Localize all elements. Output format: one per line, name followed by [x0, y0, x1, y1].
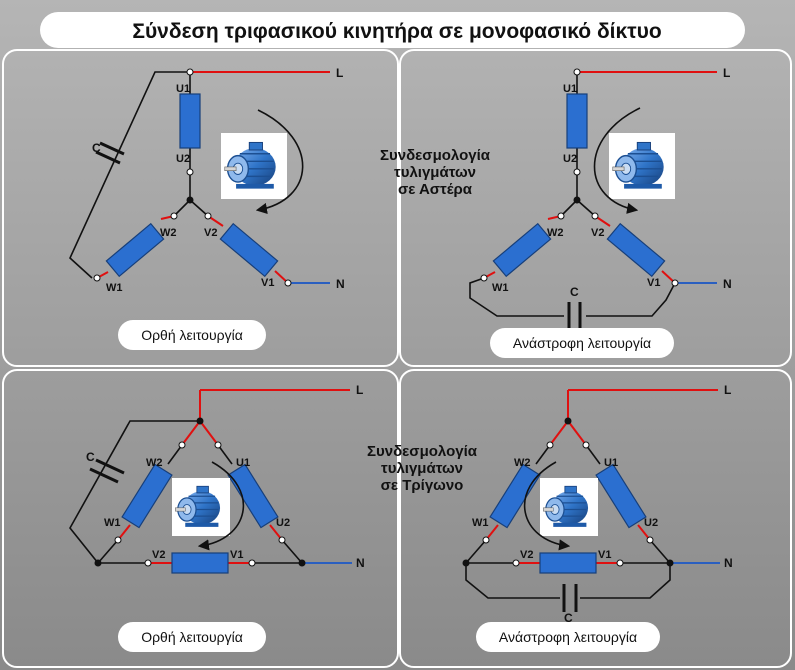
terminal-label: W1: [106, 282, 123, 294]
heading-line: τυλιγμάτων: [394, 164, 476, 181]
winding-v: [219, 222, 279, 278]
heading-line: σε Τρίγωνο: [381, 477, 464, 494]
terminal-label: U1: [563, 83, 577, 95]
terminal-label: U2: [176, 153, 190, 165]
winding-w: [105, 222, 165, 278]
line-label: L: [723, 66, 730, 80]
delta-normal-diagram: W2 U1 W1 U2 V2 V1 L N C: [69, 383, 365, 574]
terminal-label: W1: [104, 517, 121, 529]
winding-w: [492, 222, 552, 278]
terminal-label: V1: [647, 277, 660, 289]
caption-star-reverse: Ανάστροφη λειτουργία: [490, 328, 674, 358]
terminal-label: W2: [514, 457, 531, 469]
line-label: L: [724, 383, 731, 397]
delta-reverse-diagram: W2 U1 W1 U2 V2 V1 L N C: [462, 383, 733, 625]
winding-u: [595, 463, 647, 529]
rotation-arrow-icon: [593, 107, 641, 214]
winding-v: [606, 222, 666, 278]
panel-borders: [2, 49, 792, 668]
terminal-label: W1: [472, 517, 489, 529]
star-heading: Συνδεσμολογία τυλιγμάτων σε Αστέρα: [380, 147, 491, 198]
delta-heading: Συνδεσμολογία τυλιγμάτων σε Τρίγωνο: [367, 443, 478, 494]
terminal-label: V2: [152, 549, 165, 561]
caption-star-normal: Ορθή λειτουργία: [118, 320, 266, 350]
terminal-label: V2: [204, 227, 217, 239]
caption-delta-normal: Ορθή λειτουργία: [118, 622, 266, 652]
motor-icon: [171, 478, 231, 536]
capacitor-icon: [89, 458, 125, 484]
neutral-label: N: [356, 556, 365, 570]
terminal-label: V2: [520, 549, 533, 561]
capacitor-label: C: [564, 611, 573, 625]
motor-icon: [220, 133, 288, 199]
heading-line: τυλιγμάτων: [381, 460, 463, 477]
motor-icon: [608, 133, 676, 199]
star-reverse-diagram: U1 U2 W2 V2 W1 V1 L N C: [469, 66, 732, 330]
caption-text: Ορθή λειτουργία: [141, 629, 243, 645]
rotation-arrow-icon: [255, 109, 304, 214]
terminal-label: V1: [230, 549, 243, 561]
star-normal-diagram: U1 U2 W2 V2 W1 V1 L N C: [69, 66, 345, 294]
caption-text: Ανάστροφη λειτουργία: [513, 335, 651, 351]
capacitor-label: C: [86, 450, 95, 464]
title-banner: Σύνδεση τριφασικού κινητήρα σε μονοφασικ…: [40, 12, 745, 48]
terminal-label: W1: [492, 282, 509, 294]
capacitor-label: C: [92, 141, 101, 155]
terminal-label: U2: [644, 517, 658, 529]
terminal-label: W2: [146, 457, 163, 469]
winding-v: [539, 552, 597, 574]
terminal-label: U2: [276, 517, 290, 529]
winding-v: [171, 552, 229, 574]
motor-icon: [539, 478, 599, 536]
heading-line: Συνδεσμολογία: [367, 443, 478, 460]
terminal-label: U1: [236, 457, 250, 469]
line-label: L: [336, 66, 343, 80]
winding-w: [121, 463, 173, 529]
rotation-arrow-icon: [523, 461, 571, 551]
terminal-label: V1: [261, 277, 274, 289]
terminal-label: U2: [563, 153, 577, 165]
caption-text: Ορθή λειτουργία: [141, 327, 243, 343]
neutral-label: N: [336, 277, 345, 291]
capacitor-icon: [562, 584, 578, 612]
heading-line: σε Αστέρα: [398, 181, 473, 198]
caption-text: Ανάστροφη λειτουργία: [499, 629, 637, 645]
terminal-label: W2: [160, 227, 177, 239]
winding-w: [489, 463, 541, 529]
capacitor-icon: [95, 141, 125, 165]
winding-u: [227, 463, 279, 529]
terminal-label: U1: [604, 457, 618, 469]
neutral-label: N: [723, 277, 732, 291]
capacitor-label: C: [570, 285, 579, 299]
terminal-label: V1: [598, 549, 611, 561]
winding-u: [179, 93, 201, 149]
winding-u: [566, 93, 588, 149]
line-label: L: [356, 383, 363, 397]
rotation-arrow-icon: [197, 461, 245, 551]
terminal-label: V2: [591, 227, 604, 239]
terminal-label: U1: [176, 83, 190, 95]
terminal-label: W2: [547, 227, 564, 239]
caption-delta-reverse: Ανάστροφη λειτουργία: [476, 622, 660, 652]
capacitor-icon: [567, 302, 582, 330]
neutral-label: N: [724, 556, 733, 570]
page-title: Σύνδεση τριφασικού κινητήρα σε μονοφασικ…: [132, 20, 661, 43]
heading-line: Συνδεσμολογία: [380, 147, 491, 164]
